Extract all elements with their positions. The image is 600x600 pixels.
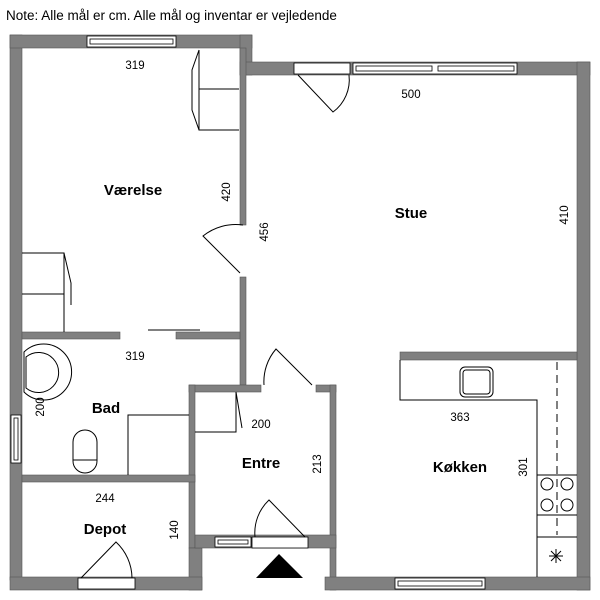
dim-stue-depth: 410 bbox=[559, 205, 571, 224]
fixtures bbox=[22, 49, 577, 577]
room-label-vaerelse: Værelse bbox=[104, 182, 162, 199]
room-label-stue: Stue bbox=[395, 205, 428, 222]
dim-bad-width: 319 bbox=[125, 351, 144, 363]
dim-entre-width: 200 bbox=[251, 419, 270, 431]
dim-kokken-depth: 301 bbox=[518, 457, 530, 476]
dim-stue-side: 456 bbox=[259, 222, 271, 241]
room-label-bad: Bad bbox=[92, 400, 120, 417]
windows bbox=[10, 35, 518, 590]
dim-stue-width: 500 bbox=[401, 89, 420, 101]
dim-vaerelse-width: 319 bbox=[125, 60, 144, 72]
room-label-depot: Depot bbox=[84, 521, 127, 538]
dim-bad-depth: 200 bbox=[35, 397, 47, 416]
dim-entre-depth: 213 bbox=[312, 454, 324, 473]
dim-depot-depth: 140 bbox=[169, 520, 181, 539]
walls bbox=[9, 34, 591, 591]
room-label-kokken: Køkken bbox=[433, 459, 487, 476]
doors bbox=[77, 62, 351, 590]
dim-vaerelse-depth: 420 bbox=[221, 182, 233, 201]
entrance-arrow-icon bbox=[256, 554, 303, 578]
room-label-entre: Entre bbox=[242, 455, 280, 472]
plan-note: Note: Alle mål er cm. Alle mål og invent… bbox=[6, 8, 337, 23]
dim-depot-width: 244 bbox=[95, 493, 115, 505]
dim-kokken-width: 363 bbox=[450, 412, 469, 424]
